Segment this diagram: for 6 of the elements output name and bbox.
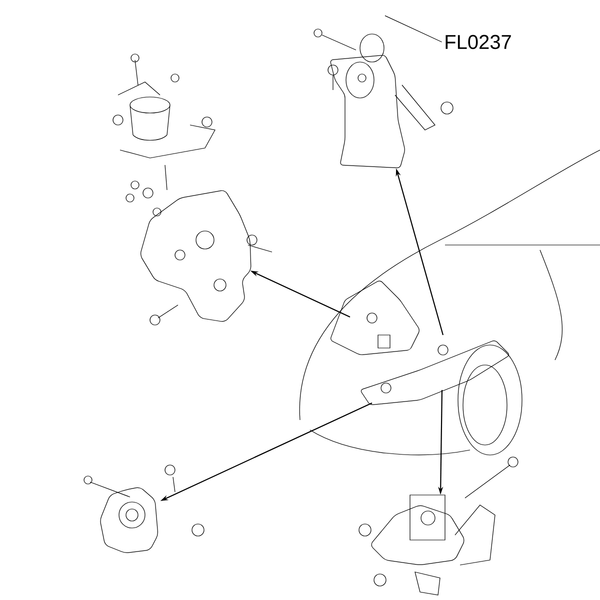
car-drawing	[300, 150, 600, 456]
leader-line	[384, 15, 442, 42]
bracket-drawing	[126, 164, 272, 326]
part-number: FL0237	[446, 34, 511, 50]
mount-drawing	[84, 464, 204, 553]
mount-drawing	[358, 456, 518, 596]
